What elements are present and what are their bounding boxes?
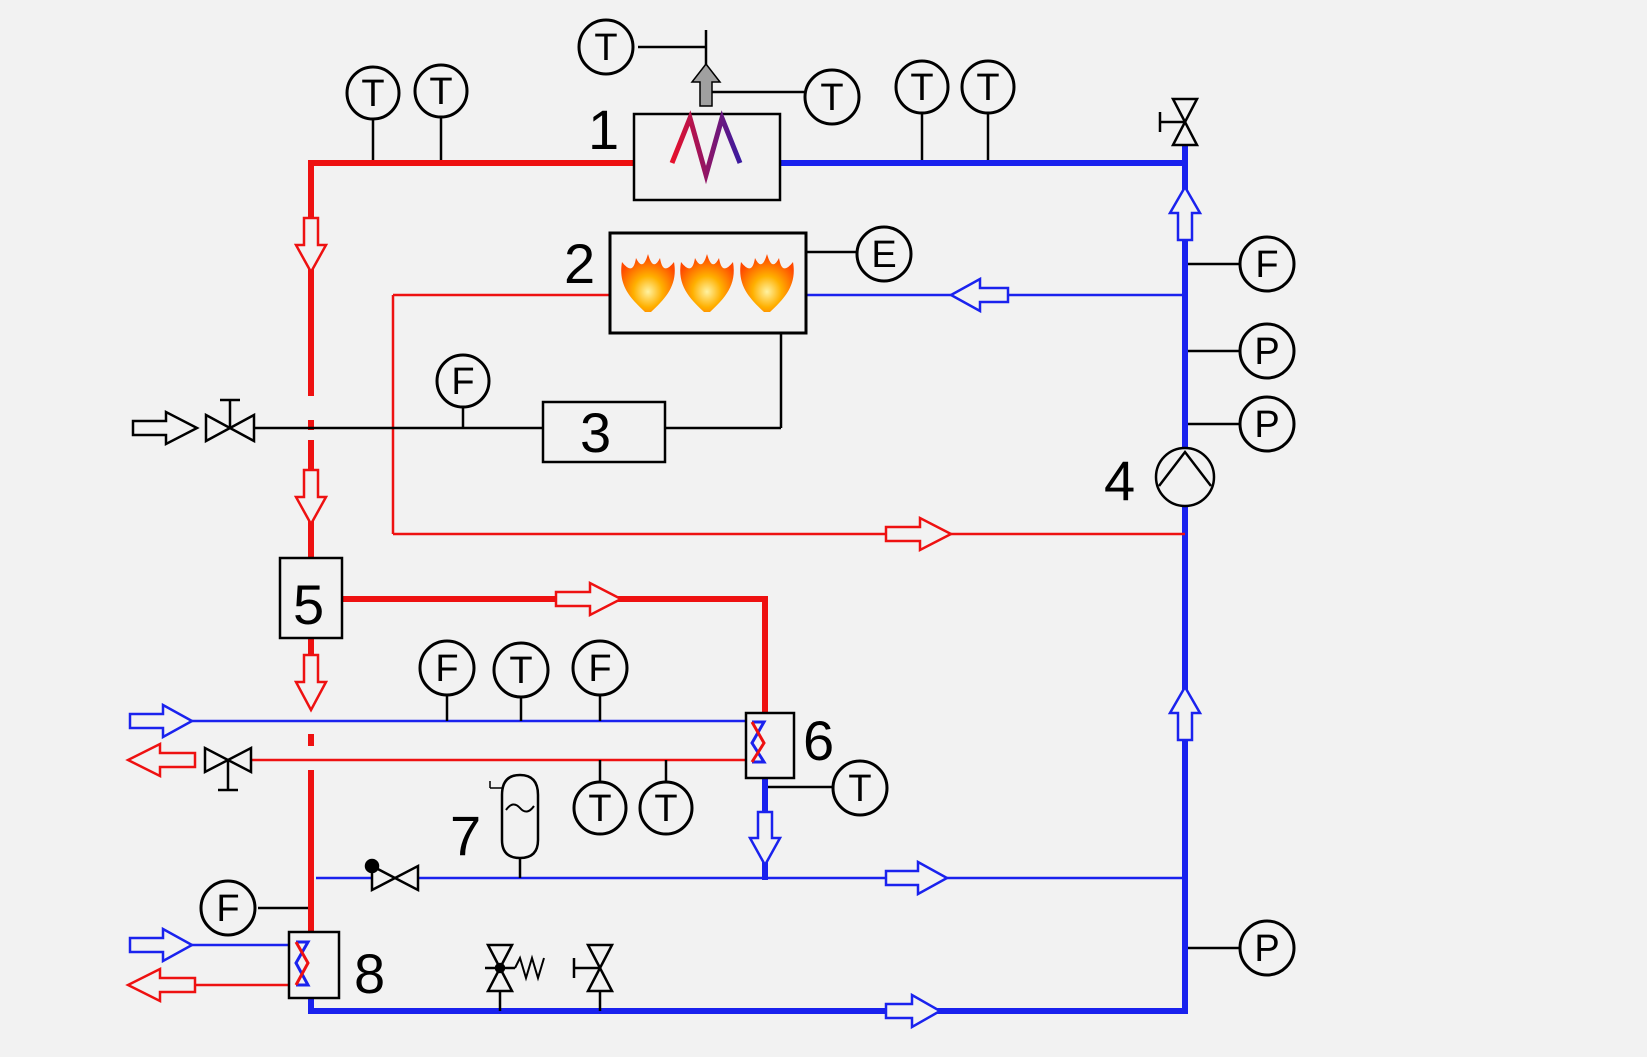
arrow-right-icon [884, 992, 943, 1030]
component-numbers: 1 2 3 4 5 6 7 8 [293, 98, 1135, 1005]
flow-label: F [451, 361, 474, 403]
temperature-label: T [509, 650, 532, 692]
component-number-8: 8 [354, 942, 385, 1005]
flame-icon [740, 254, 794, 312]
temperature-sensor [960, 59, 1016, 115]
temperature-label: T [820, 77, 843, 119]
pressure-label: P [1254, 331, 1279, 373]
temperature-label: T [588, 788, 611, 830]
temperature-sensor [831, 759, 889, 817]
component-number-2: 2 [564, 232, 595, 295]
arrow-down-icon [293, 653, 329, 713]
temperature-label: T [654, 788, 677, 830]
energy-label: E [871, 234, 896, 276]
component-number-4: 4 [1104, 449, 1135, 512]
flow-label: F [435, 648, 458, 690]
flow-meter [1238, 235, 1296, 293]
temperature-label: T [594, 27, 617, 69]
valve-vent-icon[interactable] [1158, 97, 1200, 147]
temperature-label: T [361, 73, 384, 115]
pressure-sensor [1238, 919, 1296, 977]
temperature-sensor [803, 68, 861, 126]
arrow-up-icon [1167, 684, 1203, 742]
unit-5-box [278, 556, 344, 640]
pump-4 [1154, 446, 1216, 508]
pressure-sensor [1238, 322, 1296, 380]
arrow-right-icon [884, 515, 954, 553]
temperature-sensor [345, 65, 401, 121]
arrow-right-icon [128, 702, 195, 740]
heat-exchanger-1 [632, 62, 782, 202]
arrow-right-icon [131, 409, 200, 447]
arrow-left-icon [948, 276, 1010, 314]
component-number-1: 1 [588, 98, 619, 161]
temperature-sensor [572, 780, 628, 836]
arrow-right-icon [554, 580, 624, 618]
arrow-down-icon [293, 468, 329, 527]
arrow-down-icon [293, 216, 329, 275]
instrument-stems [258, 112, 1240, 950]
arrow-left-icon [125, 741, 197, 779]
flow-meter [199, 879, 257, 937]
instrument-letters: T T T T T T E F P P F F T F T T T F P [216, 27, 1279, 970]
component-number-5: 5 [293, 573, 324, 636]
pressure-label: P [1254, 404, 1279, 446]
burner-2 [608, 231, 808, 335]
safety-valve-icon[interactable] [485, 943, 545, 1011]
component-number-6: 6 [803, 709, 834, 772]
temperature-sensor [894, 59, 950, 115]
flow-meter [571, 639, 629, 697]
arrow-down-icon [747, 810, 783, 868]
temperature-sensor [577, 18, 635, 76]
temperature-sensor [638, 780, 694, 836]
pressure-label: P [1254, 928, 1279, 970]
arrow-up-icon [1167, 184, 1203, 242]
exhaust-arrow-icon [690, 62, 722, 107]
component-number-3: 3 [580, 401, 611, 464]
temperature-label: T [910, 67, 933, 109]
flow-label: F [1255, 244, 1278, 286]
unit-3-box [541, 400, 667, 464]
valve-drain-icon[interactable] [572, 943, 615, 1011]
heat-exchanger-8 [287, 930, 341, 1000]
instrument-circles [199, 18, 1296, 977]
flow-meter [435, 353, 491, 409]
arrow-right-icon [128, 926, 195, 964]
temperature-label: T [429, 71, 452, 113]
check-valve-icon[interactable] [364, 858, 420, 893]
temperature-label: T [848, 768, 871, 810]
flow-label: F [216, 888, 239, 930]
flow-label: F [588, 648, 611, 690]
flame-icon [680, 254, 734, 312]
valve-feed-icon[interactable] [204, 398, 256, 444]
flow-meter [418, 639, 476, 697]
flame-icon [621, 254, 675, 312]
pressure-sensor [1238, 395, 1296, 453]
expansion-vessel-7 [489, 773, 540, 878]
flow-arrows [125, 184, 1203, 1030]
hot-thin-lines [195, 293, 1185, 987]
energy-meter [855, 225, 913, 283]
component-number-7: 7 [450, 804, 481, 867]
temperature-sensor [492, 641, 550, 699]
feed-lines [250, 30, 858, 430]
temperature-label: T [976, 67, 999, 109]
heat-exchanger-6 [744, 711, 796, 780]
arrow-right-icon [884, 859, 950, 897]
arrow-left-icon [125, 966, 197, 1004]
temperature-sensor [413, 63, 469, 119]
valve-return-icon[interactable] [203, 745, 253, 792]
